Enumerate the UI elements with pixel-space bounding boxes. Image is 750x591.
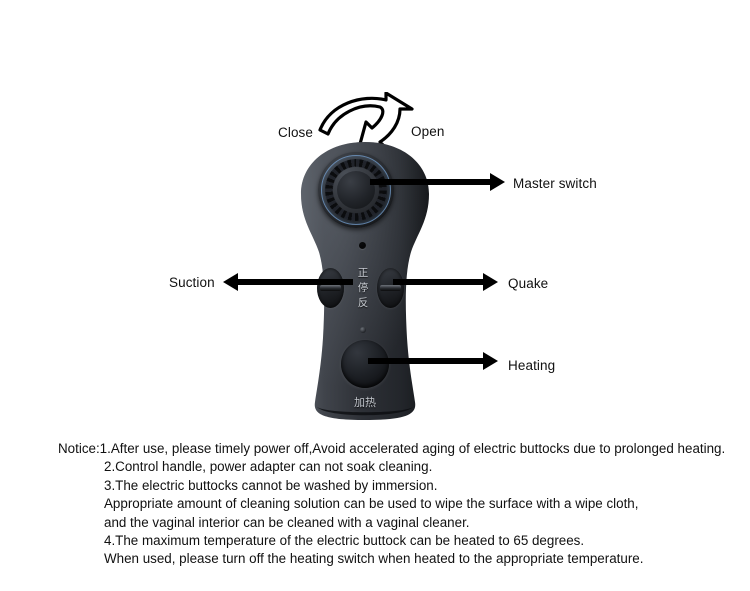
notice-line: Appropriate amount of cleaning solution … xyxy=(104,496,639,512)
heat-button[interactable] xyxy=(341,340,389,388)
pinhole-icon xyxy=(359,242,366,249)
notice-line: Notice:1.After use, please timely power … xyxy=(58,441,726,456)
notice-line: 2.Control handle, power adapter can not … xyxy=(104,459,433,475)
rotary-knob[interactable] xyxy=(318,152,394,228)
notice-line: When used, please turn off the heating s… xyxy=(104,551,644,567)
switch-label-stop: 停 xyxy=(357,282,369,294)
switch-mode-labels: 正 停 反 xyxy=(350,266,376,311)
control-handle: 正 停 反 加热 xyxy=(287,142,443,420)
quake-arrow-line xyxy=(393,279,483,285)
right-switch[interactable] xyxy=(377,268,404,308)
suction-arrow-line xyxy=(238,279,353,285)
notice-line: 3.The electric buttocks cannot be washed… xyxy=(104,477,438,493)
switch-label-forward: 正 xyxy=(357,267,369,279)
master-switch-label: Master switch xyxy=(513,176,597,191)
left-switch[interactable] xyxy=(317,268,344,308)
knob-cap xyxy=(337,171,375,209)
master-switch-arrow-head xyxy=(490,173,505,191)
notice-block: Notice:1.After use, please timely power … xyxy=(58,440,748,569)
heat-button-label: 加热 xyxy=(354,396,376,409)
suction-arrow-head xyxy=(223,273,238,291)
close-label: Close xyxy=(278,125,314,140)
knob-blue-ring xyxy=(321,155,391,225)
led-indicator-icon xyxy=(360,327,366,333)
switch-label-reverse: 反 xyxy=(357,297,369,309)
master-switch-arrow-line xyxy=(370,179,490,185)
quake-arrow-head xyxy=(483,273,498,291)
notice-line: and the vaginal interior can be cleaned … xyxy=(104,514,470,530)
heating-arrow-line xyxy=(368,358,483,364)
suction-label: Suction xyxy=(169,275,215,290)
open-label: Open xyxy=(411,124,445,139)
heating-arrow-head xyxy=(483,352,498,370)
notice-line: 4.The maximum temperature of the electri… xyxy=(104,533,585,549)
heating-label: Heating xyxy=(508,358,556,373)
quake-label: Quake xyxy=(508,276,549,291)
